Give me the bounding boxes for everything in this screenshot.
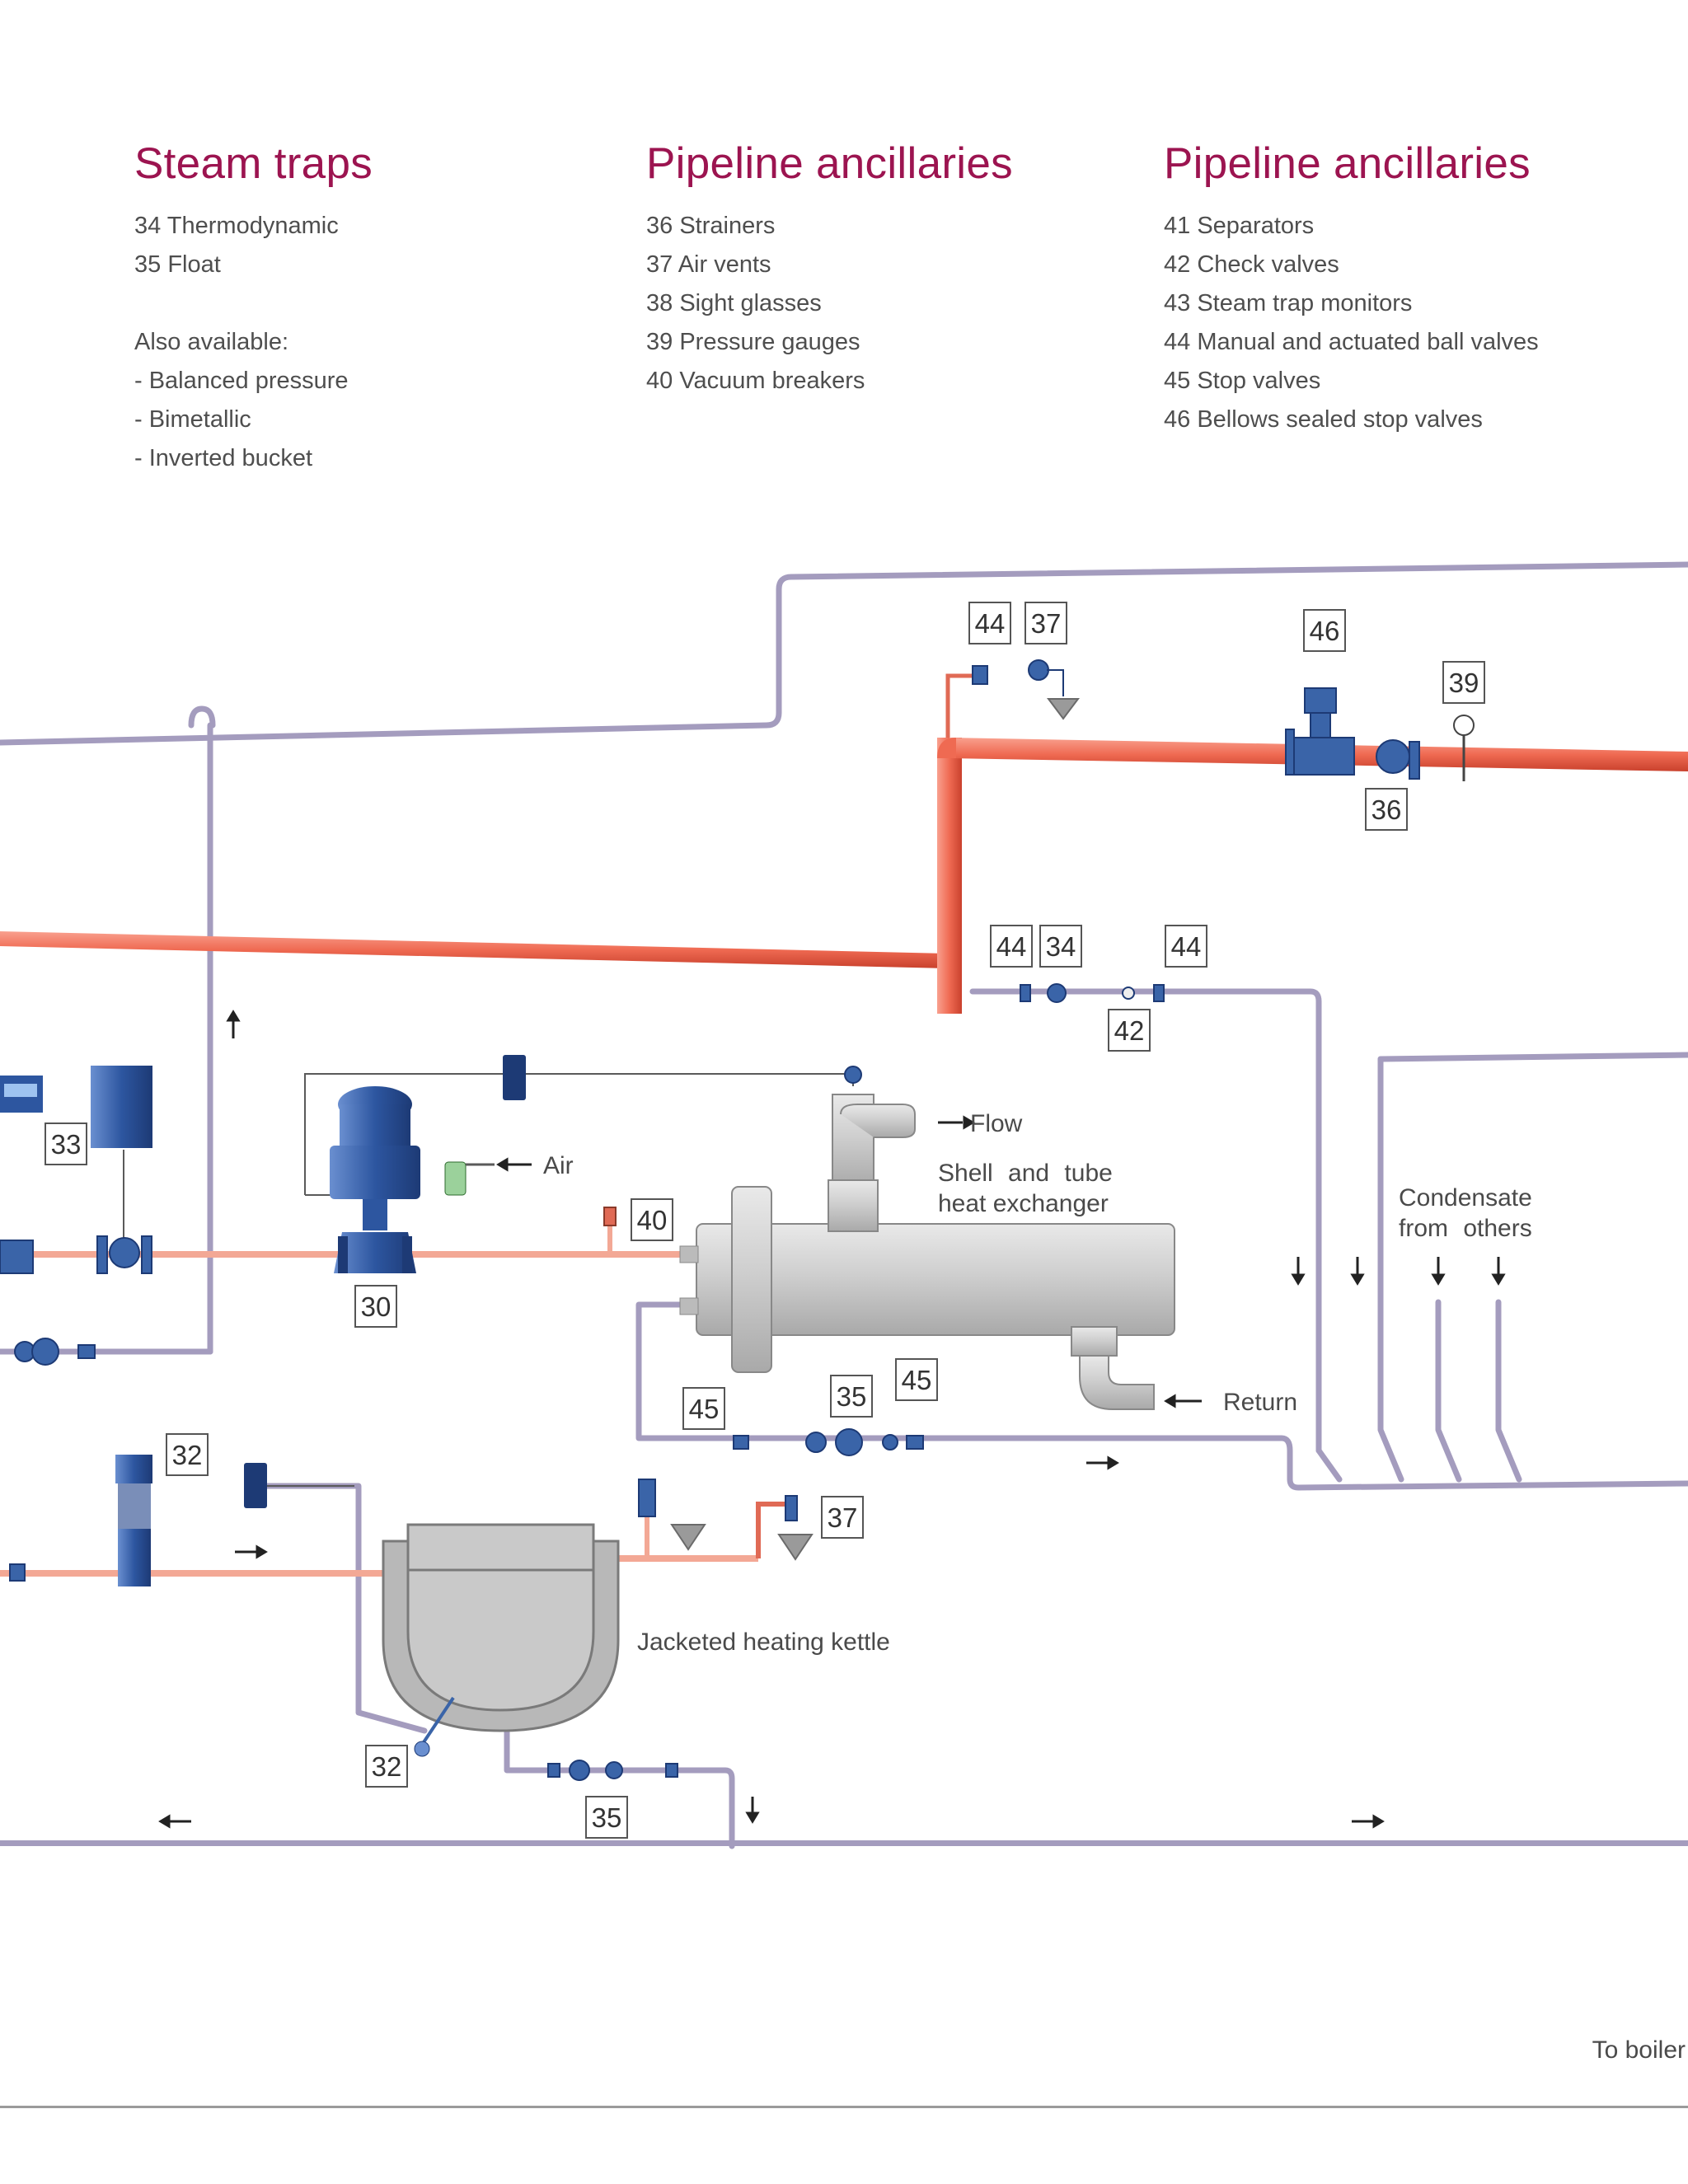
tag-34: 34 <box>1039 925 1082 968</box>
svg-text:45: 45 <box>689 1394 720 1424</box>
list-item: 36 Strainers <box>646 213 776 239</box>
svg-text:30: 30 <box>361 1291 392 1322</box>
flow-arrows <box>158 1010 1506 1829</box>
item-list: 41 Separators 42 Check valves 43 Steam t… <box>1164 207 1539 439</box>
svg-text:36: 36 <box>1372 794 1402 825</box>
svg-text:37: 37 <box>1031 608 1062 639</box>
fittings <box>0 659 1475 1781</box>
svg-text:32: 32 <box>372 1751 402 1782</box>
list-item: 41 Separators <box>1164 213 1315 239</box>
column-title: Pipeline ancillaries <box>646 139 1013 188</box>
number-tags: 44 37 46 39 36 44 34 44 42 33 40 30 45 3… <box>45 602 1485 1839</box>
label-flow: Flow <box>970 1110 1023 1137</box>
list-item: 39 Pressure gauges <box>646 329 860 355</box>
tag-45: 45 <box>682 1387 725 1430</box>
tag-32: 32 <box>166 1433 209 1476</box>
svg-text:34: 34 <box>1046 931 1076 962</box>
list-item: 42 Check valves <box>1164 251 1339 278</box>
list-item: 37 Air vents <box>646 251 771 278</box>
control-valve-30 <box>330 1086 495 1273</box>
label-kettle: Jacketed heating kettle <box>637 1629 890 1656</box>
list-item: - Bimetallic <box>134 406 251 433</box>
svg-text:44: 44 <box>975 608 1006 639</box>
svg-text:33: 33 <box>51 1129 82 1160</box>
list-item: 35 Float <box>134 251 221 278</box>
tag-39: 39 <box>1442 661 1485 704</box>
diagram-labels: Air Flow Shell and tube heat exchanger C… <box>543 1110 1686 2064</box>
tag-46: 46 <box>1303 609 1346 652</box>
tag-42: 42 <box>1108 1009 1151 1052</box>
tag-35: 35 <box>585 1796 628 1839</box>
svg-text:40: 40 <box>637 1205 668 1235</box>
list-item: 40 Vacuum breakers <box>646 368 865 394</box>
tag-45: 45 <box>895 1358 938 1401</box>
label-condensate-line2: from others <box>1399 1215 1532 1242</box>
list-item: 38 Sight glasses <box>646 290 822 316</box>
list-item: 43 Steam trap monitors <box>1164 290 1413 316</box>
label-condensate-line1: Condensate <box>1399 1184 1532 1212</box>
label-return: Return <box>1223 1389 1297 1416</box>
tag-37: 37 <box>1025 602 1067 644</box>
svg-text:44: 44 <box>996 931 1027 962</box>
svg-text:44: 44 <box>1171 931 1202 962</box>
list-item: Also available: <box>134 329 288 355</box>
tag-40: 40 <box>631 1198 673 1241</box>
tag-37: 37 <box>821 1496 864 1539</box>
list-item: 44 Manual and actuated ball valves <box>1164 329 1539 355</box>
svg-text:35: 35 <box>837 1381 867 1412</box>
jacketed-kettle <box>382 1523 620 1757</box>
list-item: - Balanced pressure <box>134 368 349 394</box>
item-list: 34 Thermodynamic 35 Float Also available… <box>134 207 373 478</box>
svg-text:32: 32 <box>172 1440 203 1470</box>
column-pipeline-ancillaries-2: Pipeline ancillaries 41 Separators 42 Ch… <box>1164 138 1539 439</box>
column-pipeline-ancillaries-1: Pipeline ancillaries 36 Strainers 37 Air… <box>646 138 1013 401</box>
list-item: 46 Bellows sealed stop valves <box>1164 406 1483 433</box>
tag-30: 30 <box>354 1285 397 1328</box>
heat-exchanger <box>679 1094 1175 1410</box>
return-header <box>0 1840 1688 2108</box>
controllers <box>0 1055 526 1586</box>
condensate-pipework <box>0 561 1688 1849</box>
list-item: 45 Stop valves <box>1164 368 1321 394</box>
column-title: Steam traps <box>134 139 373 188</box>
item-list: 36 Strainers 37 Air vents 38 Sight glass… <box>646 207 1013 401</box>
tag-32: 32 <box>365 1745 408 1788</box>
label-exchanger-line2: heat exchanger <box>938 1190 1109 1217</box>
tag-44: 44 <box>1165 925 1207 968</box>
svg-text:39: 39 <box>1449 668 1479 698</box>
svg-text:35: 35 <box>592 1802 622 1833</box>
column-title: Pipeline ancillaries <box>1164 139 1531 188</box>
svg-text:42: 42 <box>1114 1015 1145 1046</box>
label-to-boiler: To boiler <box>1592 2036 1686 2064</box>
column-steam-traps: Steam traps 34 Thermodynamic 35 Float Al… <box>134 138 373 478</box>
label-air: Air <box>543 1152 574 1179</box>
tag-36: 36 <box>1365 788 1408 831</box>
tag-35: 35 <box>830 1375 873 1418</box>
svg-text:37: 37 <box>828 1502 858 1533</box>
label-exchanger-line1: Shell and tube <box>938 1160 1113 1187</box>
list-item: 34 Thermodynamic <box>134 213 339 239</box>
tag-44: 44 <box>968 602 1011 644</box>
tag-33: 33 <box>45 1122 87 1165</box>
svg-text:45: 45 <box>902 1365 932 1395</box>
list-item: - Inverted bucket <box>134 445 312 471</box>
tag-44: 44 <box>990 925 1033 968</box>
svg-text:46: 46 <box>1310 616 1340 646</box>
